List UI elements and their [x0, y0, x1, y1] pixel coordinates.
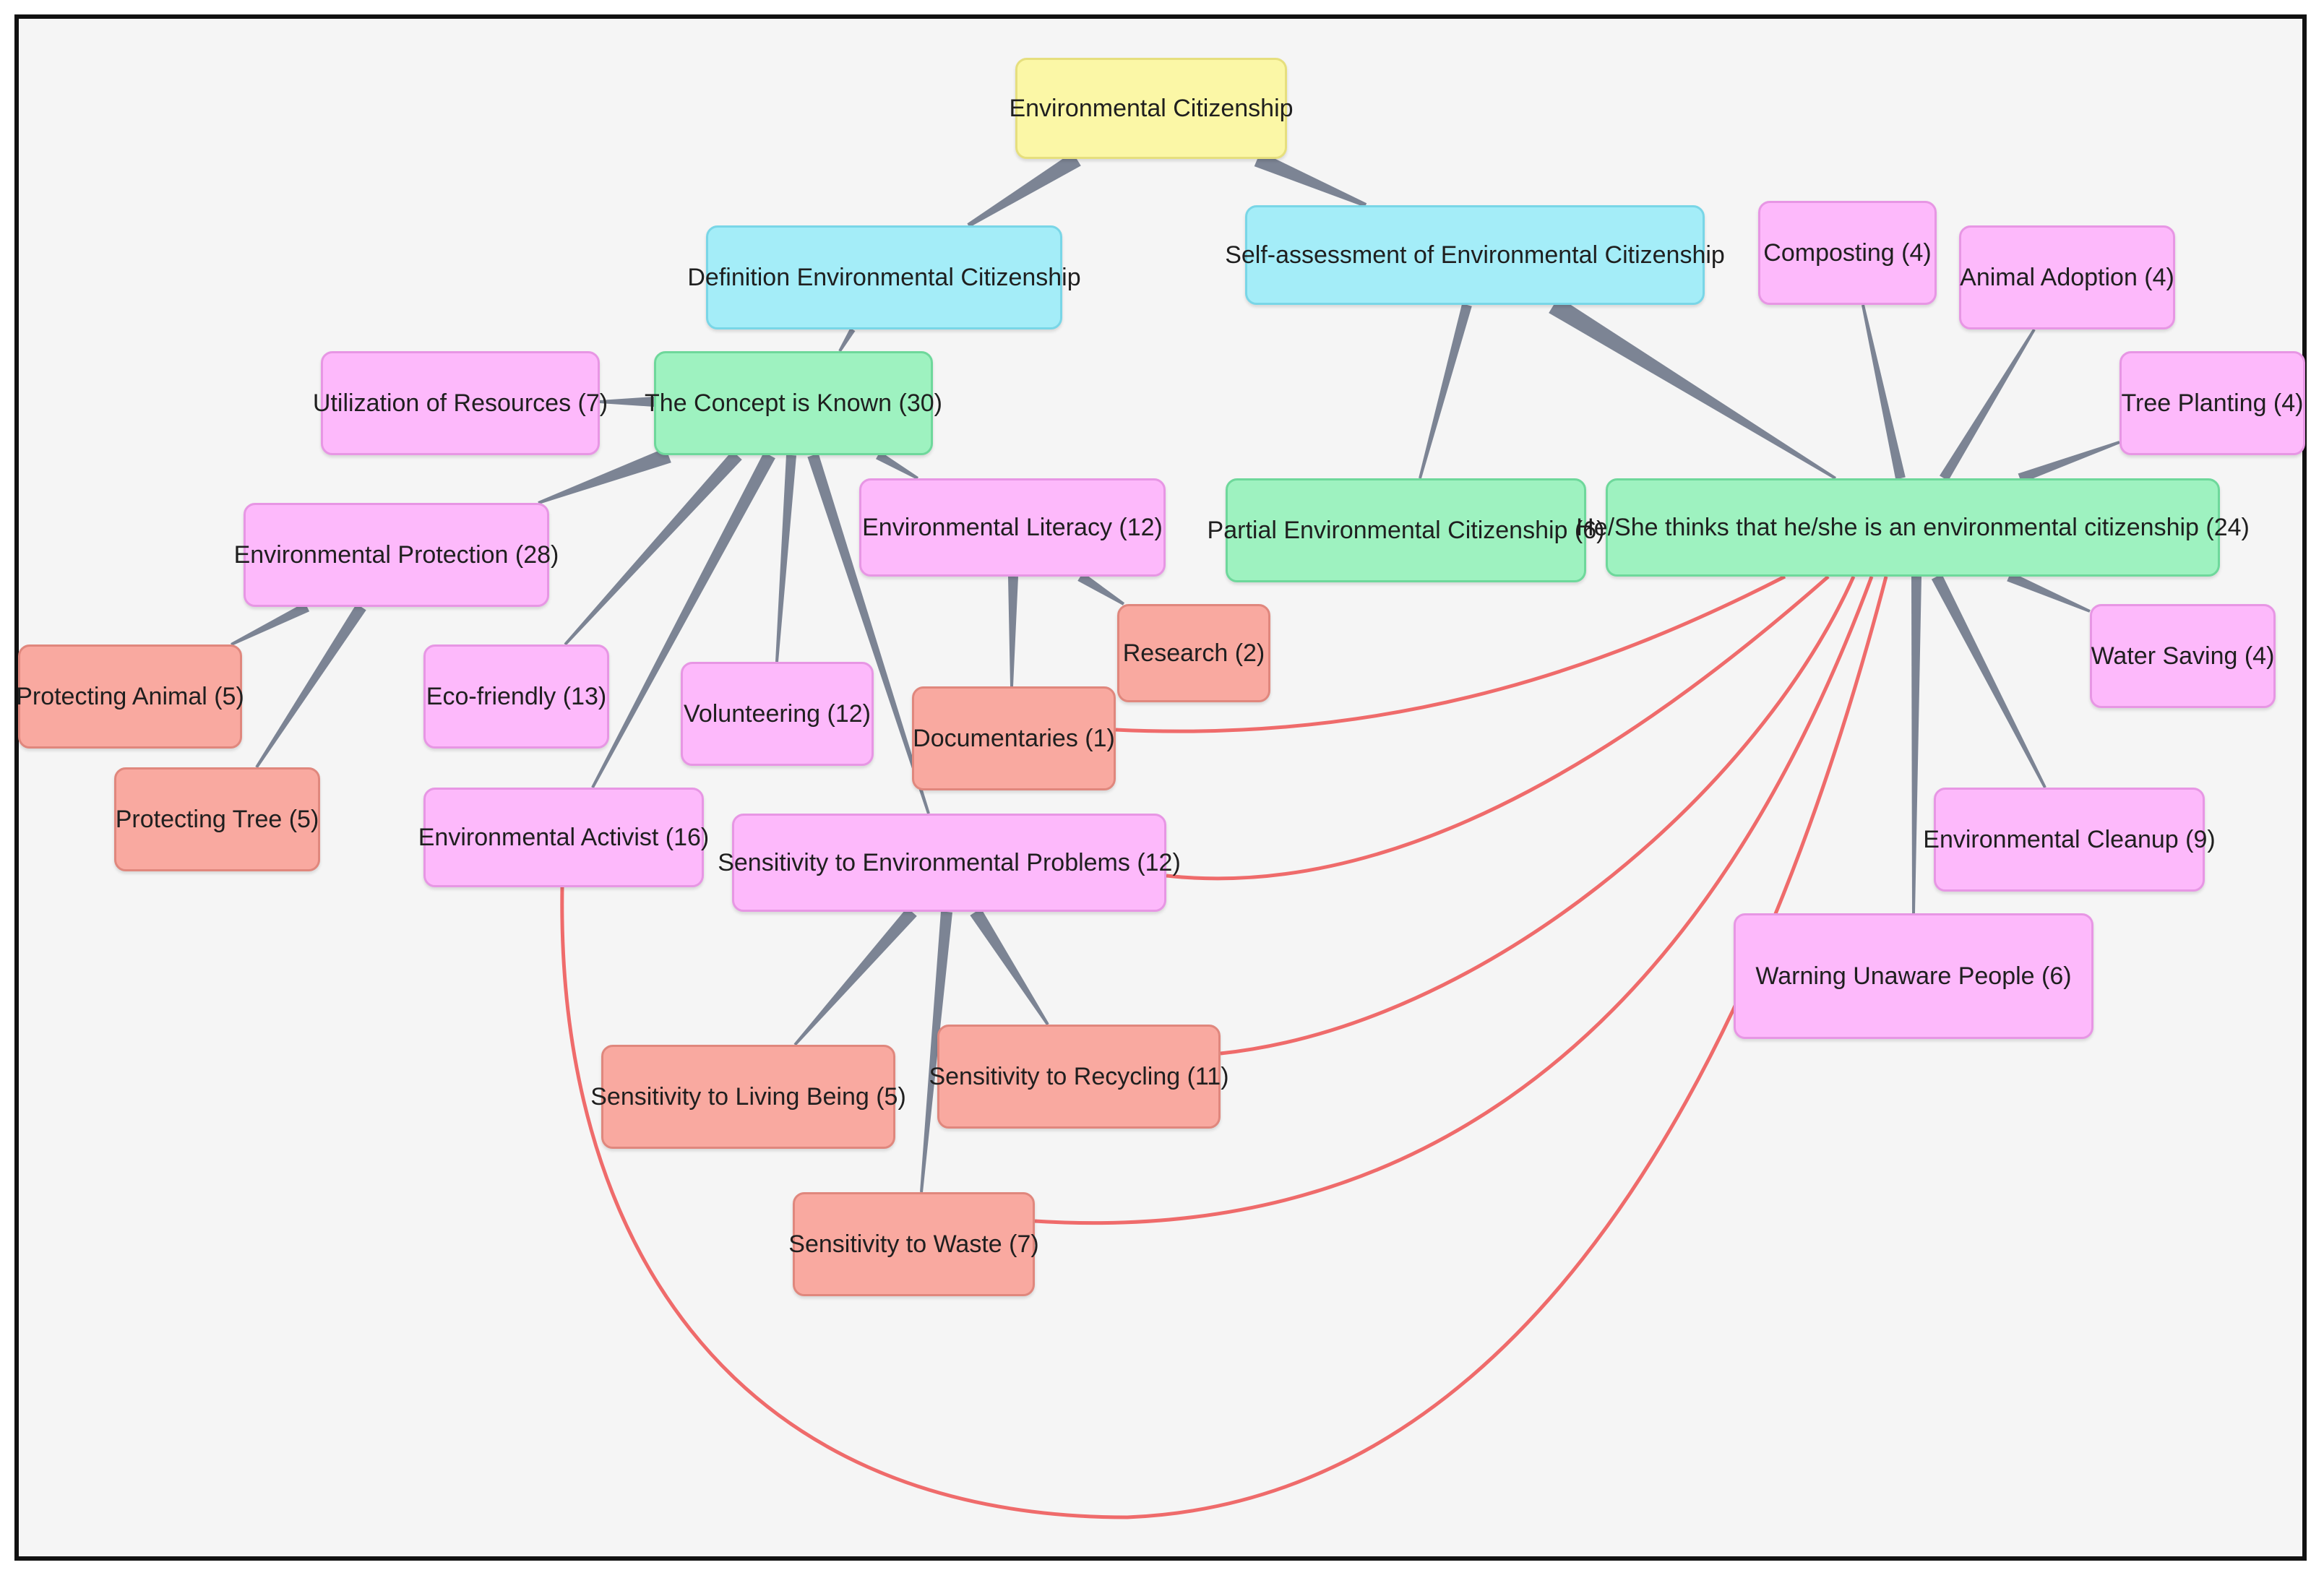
node-animal-adoption: Animal Adoption (4) — [1959, 225, 2175, 329]
edge-definition-concept — [838, 327, 856, 352]
edge-thinks-water-saving — [2007, 572, 2091, 613]
edge-thinks-warning — [1911, 576, 1921, 913]
edge-concept-volunteering — [775, 454, 796, 663]
node-protecting-animal: Protecting Animal (5) — [16, 644, 244, 749]
link-thinks-recycling — [1220, 575, 1856, 1056]
node-documentaries: Documentaries (1) — [912, 686, 1116, 790]
node-warning-unaware-people: Warning Unaware People (6) — [1734, 913, 2093, 1039]
node-environmental-cleanup: Environmental Cleanup (9) — [1923, 788, 2216, 892]
edge-protection-tree — [255, 603, 366, 769]
link-thinks-sensitivity-problems — [1166, 575, 1830, 881]
edge-thinks-animal-adoption — [1940, 329, 2036, 481]
node-utilization-of-resources: Utilization of Resources (7) — [313, 351, 608, 455]
edge-literacy-documentaries — [1008, 576, 1018, 686]
edge-sensitivity-living — [793, 907, 917, 1046]
node-environmental-activist: Environmental Activist (16) — [418, 788, 709, 887]
link-thinks-documentaries — [1115, 574, 1786, 733]
link-thinks-activist — [560, 576, 1888, 1519]
node-tree-planting: Tree Planting (4) — [2119, 351, 2305, 455]
node-environmental-literacy: Environmental Literacy (12) — [859, 478, 1166, 577]
edge-root-self-assessment — [1254, 151, 1367, 207]
node-environmental-protection: Environmental Protection (28) — [234, 503, 559, 607]
edge-literacy-research — [1077, 572, 1125, 605]
edge-concept-env-protection — [538, 447, 671, 504]
node-sensitivity-recycling: Sensitivity to Recycling (11) — [929, 1025, 1229, 1129]
edge-protection-animal — [231, 602, 310, 646]
edge-thinks-tree-planting — [2018, 441, 2120, 483]
edge-thinks-composting — [1862, 304, 1906, 480]
edge-self-thinks — [1549, 296, 1836, 480]
edge-sensitivity-waste — [920, 911, 952, 1193]
edge-concept-activist — [591, 452, 775, 788]
node-research: Research (2) — [1117, 604, 1270, 702]
edge-root-definition — [967, 152, 1081, 228]
edge-sensitivity-recycling — [970, 908, 1049, 1026]
node-definition-environmental-citizenship: Definition Environmental Citizenship — [687, 225, 1081, 329]
edge-self-partial — [1419, 303, 1472, 479]
node-sensitivity-living-being: Sensitivity to Living Being (5) — [590, 1045, 906, 1149]
node-protecting-tree: Protecting Tree (5) — [114, 767, 320, 871]
node-eco-friendly: Eco-friendly (13) — [423, 644, 609, 749]
edge-concept-utilization — [600, 397, 654, 407]
node-thinks-environmental-citizen: He/She thinks that he/she is an environm… — [1576, 478, 2250, 577]
link-thinks-waste — [1034, 576, 1874, 1225]
node-partial-environmental-citizenship: Partial Environmental Citizenship (6) — [1208, 478, 1604, 582]
node-water-saving: Water Saving (4) — [2090, 604, 2276, 708]
node-concept-known: The Concept is Known (30) — [645, 351, 942, 455]
node-self-assessment: Self-assessment of Environmental Citizen… — [1225, 205, 1725, 305]
node-environmental-citizenship: Environmental Citizenship — [1009, 58, 1294, 159]
node-volunteering: Volunteering (12) — [681, 662, 874, 766]
edge-concept-sensitivity — [807, 453, 930, 814]
node-sensitivity-waste: Sensitivity to Waste (7) — [788, 1192, 1039, 1296]
edge-concept-eco-friendly — [564, 450, 742, 646]
node-composting: Composting (4) — [1758, 201, 1937, 305]
node-sensitivity-environmental-problems: Sensitivity to Environmental Problems (1… — [718, 814, 1181, 912]
edge-thinks-cleanup — [1931, 574, 2047, 788]
edge-concept-env-literacy — [876, 451, 918, 480]
